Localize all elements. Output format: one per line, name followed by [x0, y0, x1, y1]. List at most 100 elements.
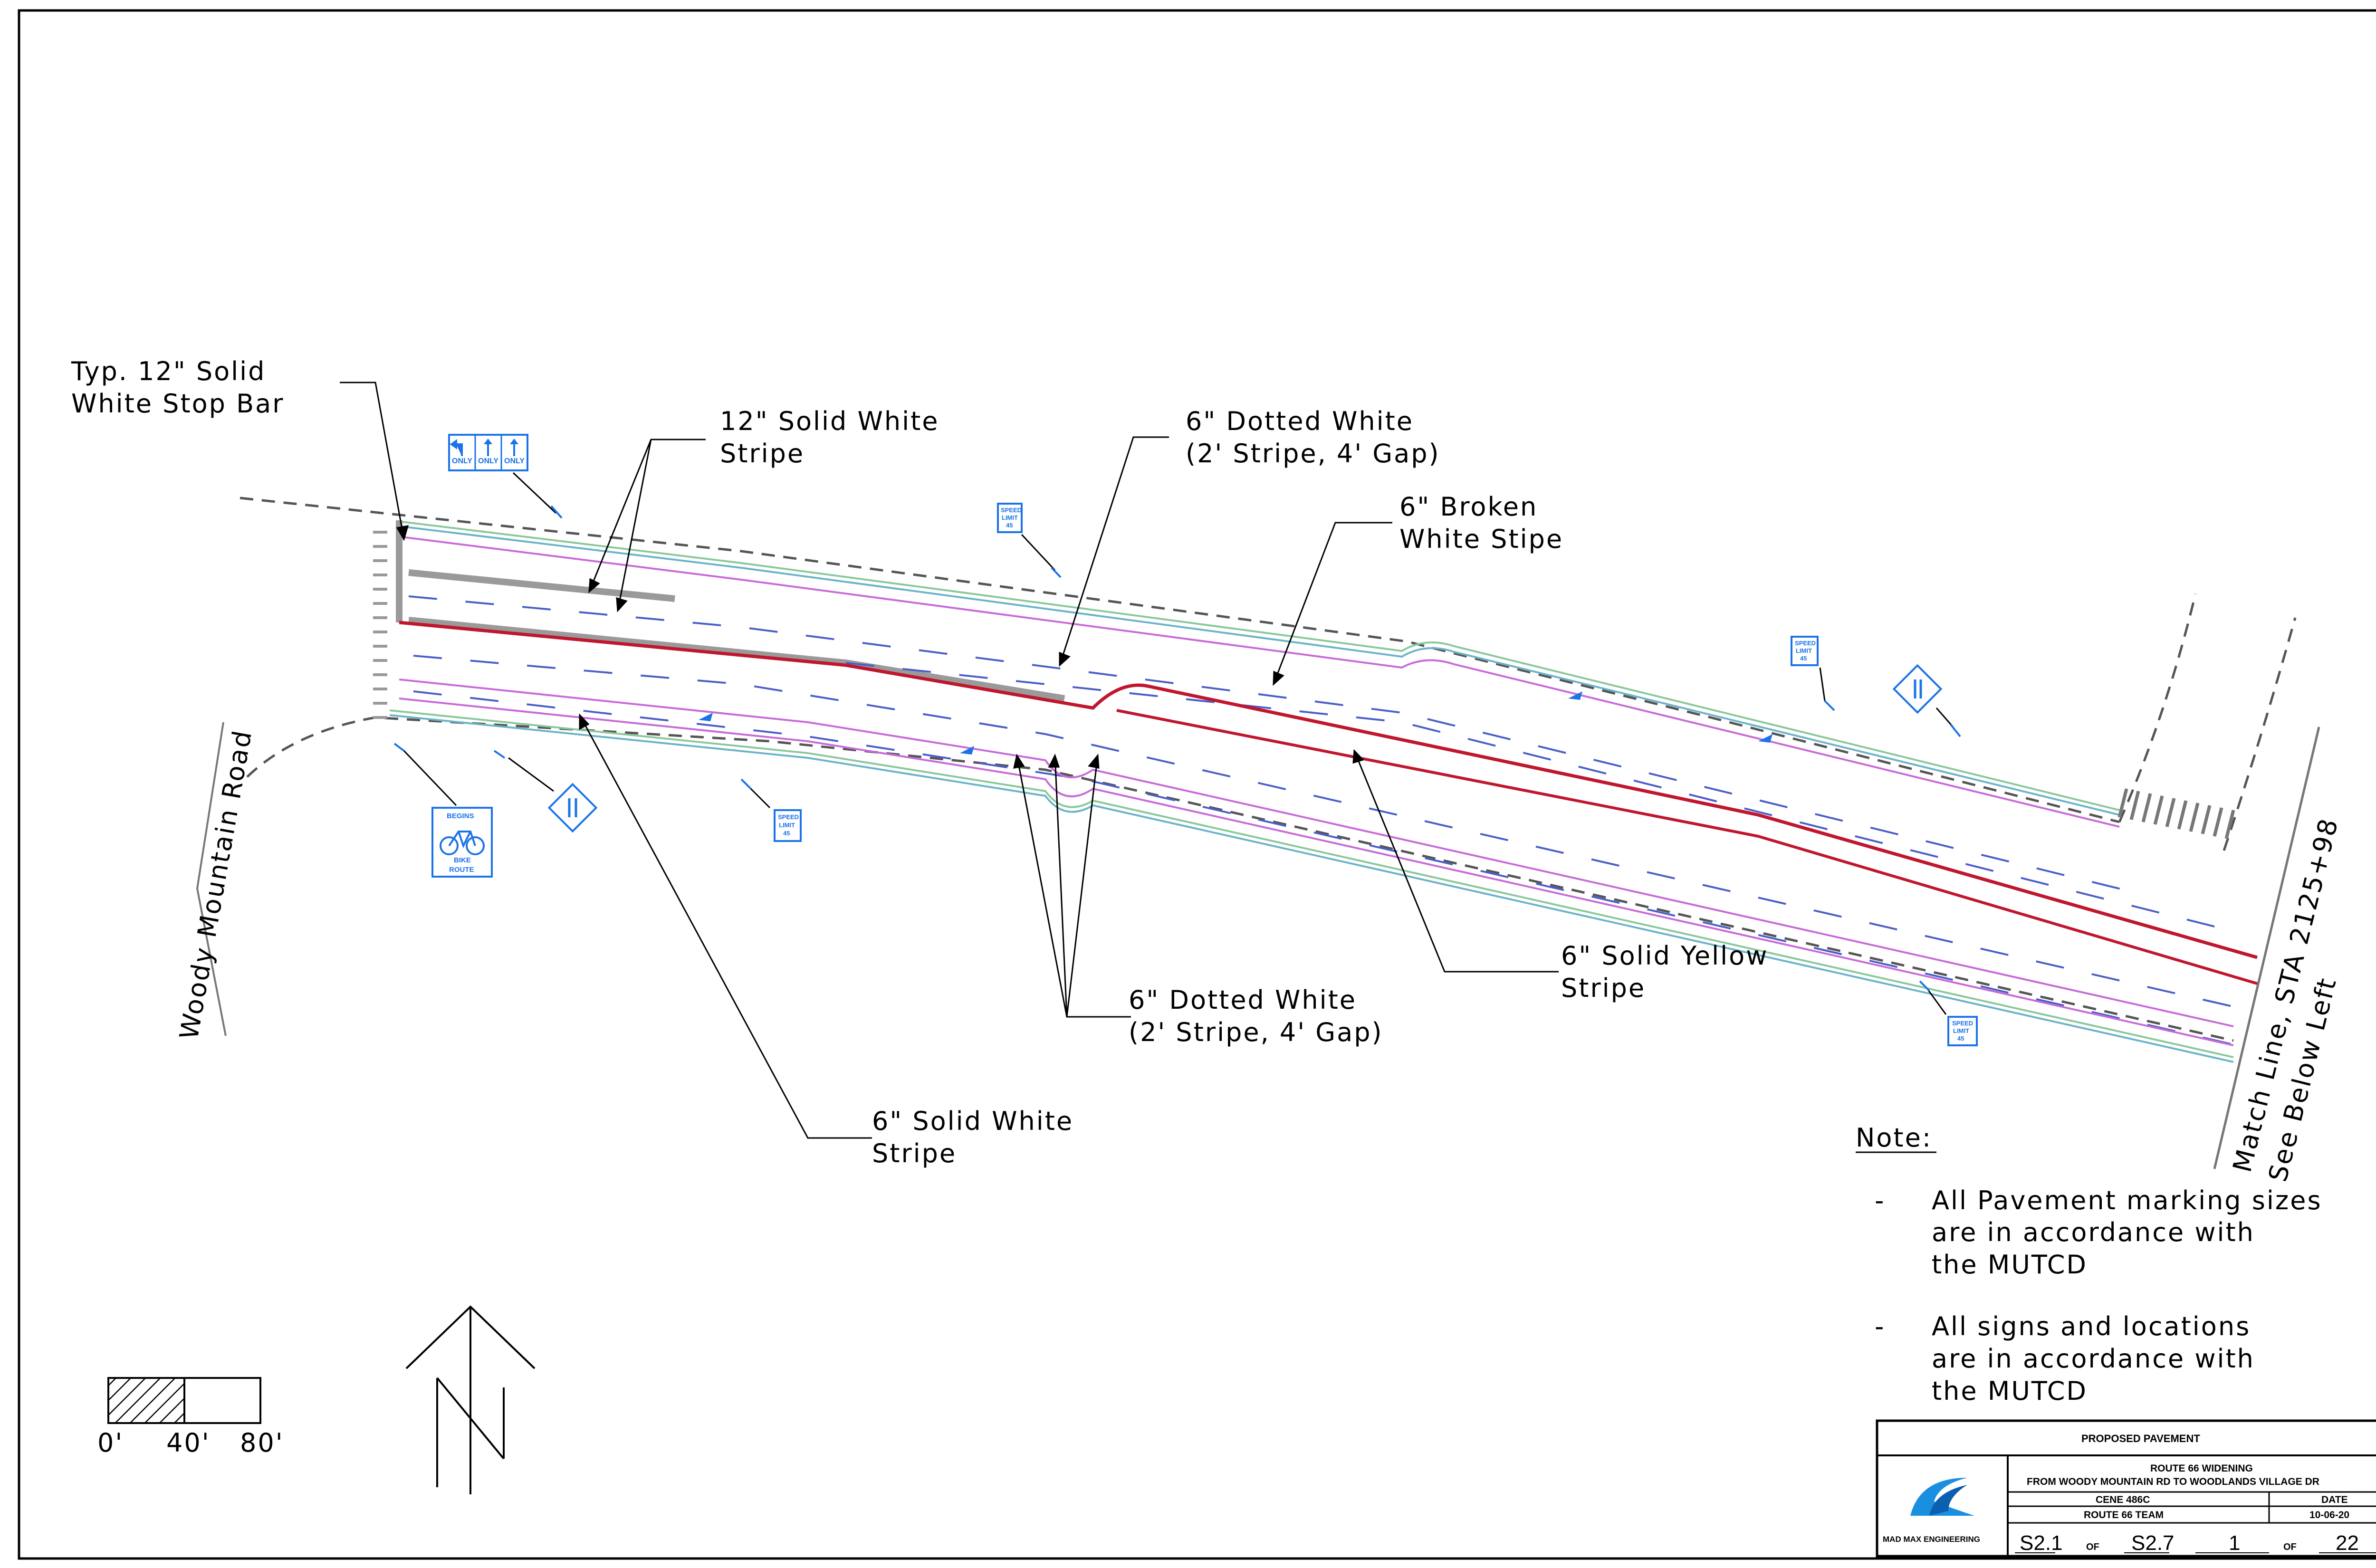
speed-sign-3-text-1: SPEED	[778, 813, 799, 821]
edge-line-north-teal	[401, 526, 2120, 816]
notes-heading: Note:	[1856, 1123, 1932, 1153]
note-dash-1: -	[1875, 1186, 1886, 1215]
crosswalk-west	[373, 531, 387, 719]
callout-solid-yellow-line1: 6" Solid Yellow	[1561, 941, 1768, 971]
edge-line-south-green	[389, 709, 2234, 1058]
note-2-line1: All signs and locations	[1932, 1311, 2251, 1341]
callout-broken-white-line1: 6" Broken	[1399, 492, 1538, 522]
speed-sign-1-text-3: 45	[1006, 522, 1013, 529]
woody-mountain-road-edge	[196, 722, 227, 1036]
title-block-sheet-end: S2.7	[2131, 1531, 2175, 1555]
note-dash-2: -	[1875, 1311, 1886, 1341]
callout-stop-bar-line1: Typ. 12" Solid	[71, 356, 266, 386]
bike-sign-bike: BIKE	[454, 856, 471, 864]
speed-sign-1-text-2: LIMIT	[1002, 514, 1018, 521]
callout-solid-yellow-line2: Stripe	[1561, 973, 1646, 1003]
lane-line-north	[408, 595, 2139, 894]
title-block-page-total: 22	[2336, 1531, 2359, 1555]
callout-broken-white-line2: White Stipe	[1399, 524, 1563, 554]
side-road-boundary	[2118, 593, 2197, 822]
note-2-line2: are in accordance with	[1932, 1344, 2255, 1374]
lane-arrows	[699, 691, 1772, 755]
callout-solid-white-12-line2: Stripe	[720, 439, 805, 468]
title-block-sheet-title: PROPOSED PAVEMENT	[2081, 1433, 2200, 1444]
callout-leaders	[340, 382, 1559, 1139]
title-block-course: CENE 486C	[2096, 1494, 2150, 1505]
edge-line-north-green	[401, 521, 2120, 811]
title-block-sheet-start: S2.1	[2020, 1531, 2063, 1555]
edge-line-south-teal	[389, 714, 2234, 1063]
sign-only-1: ONLY	[452, 457, 472, 465]
callout-broken-white: 6" Broken White Stipe	[1399, 492, 1563, 554]
sign-speed-limit-1: SPEED LIMIT 45	[997, 503, 1062, 578]
row-boundary-north	[240, 497, 2120, 823]
sign-only-3: ONLY	[504, 457, 525, 465]
callout-solid-white-12: 12" Solid White Stripe	[720, 406, 939, 468]
speed-sign-3-text-3: 45	[783, 830, 790, 837]
note-1-line2: are in accordance with	[1932, 1217, 2255, 1247]
callout-dotted-white-bottom: 6" Dotted White (2' Stripe, 4' Gap)	[1129, 985, 1383, 1047]
roadway	[196, 497, 2297, 1063]
speed-sign-4-text-2: LIMIT	[1953, 1027, 1969, 1034]
company-logo	[1906, 1473, 1977, 1520]
crosswalk-east	[2117, 788, 2235, 839]
callout-dotted-white-top-line1: 6" Dotted White	[1186, 406, 1414, 436]
title-block-of-2: OF	[2283, 1542, 2297, 1552]
callout-solid-white-12-line1: 12" Solid White	[720, 406, 939, 436]
notes-section: Note: - All Pavement marking sizes are i…	[1856, 1123, 2322, 1406]
title-block-of-1: OF	[2086, 1542, 2099, 1552]
bike-sign-route: ROUTE	[449, 866, 474, 874]
solid-white-12-upper	[408, 569, 675, 602]
note-1-line3: the MUTCD	[1932, 1250, 2088, 1280]
broken-white-north	[845, 662, 2234, 932]
scale-label-0: 0'	[97, 1428, 124, 1458]
scale-label-40: 40'	[166, 1428, 211, 1458]
callout-solid-white-6: 6" Solid White Stripe	[872, 1106, 1073, 1168]
title-block-project-line1: ROUTE 66 WIDENING	[2150, 1463, 2253, 1474]
speed-sign-1-text-1: SPEED	[1001, 507, 1022, 514]
note-1-line1: All Pavement marking sizes	[1932, 1186, 2322, 1215]
callout-solid-white-6-line2: Stripe	[872, 1138, 957, 1168]
title-block-company: MAD MAX ENGINEERING	[1883, 1535, 1980, 1544]
sign-speed-limit-3: SPEED LIMIT 45	[740, 778, 802, 842]
solid-yellow-centerline-2	[1116, 709, 2258, 985]
sign-only-2: ONLY	[478, 457, 498, 465]
callout-dotted-white-top: 6" Dotted White (2' Stripe, 4' Gap)	[1186, 406, 1440, 468]
sign-bike-route: BEGINS BIKE ROUTE	[393, 743, 493, 878]
sheet-border	[18, 9, 2376, 1560]
bike-sign-begins: BEGINS	[447, 812, 474, 820]
side-road-boundary-2	[2223, 617, 2297, 851]
title-block-date-label: DATE	[2321, 1494, 2348, 1505]
callout-dotted-white-bottom-line1: 6" Dotted White	[1129, 985, 1357, 1015]
scale-bar: 0' 40' 80'	[97, 1377, 284, 1458]
callout-stop-bar: Typ. 12" Solid White Stop Bar	[71, 356, 284, 419]
edge-line-south-magenta	[399, 679, 2234, 1027]
title-block: PROPOSED PAVEMENT ROUTE 66 WIDENING FROM…	[1876, 1419, 2376, 1558]
speed-sign-4-text-3: 45	[1957, 1035, 1964, 1042]
speed-sign-2-text-2: LIMIT	[1796, 647, 1812, 654]
speed-sign-2-text-3: 45	[1800, 655, 1807, 662]
solid-yellow-centerline	[399, 621, 2258, 959]
sign-lane-use-only: ONLY ONLY ONLY	[448, 434, 563, 519]
callout-dotted-white-bottom-line2: (2' Stripe, 4' Gap)	[1129, 1017, 1383, 1047]
speed-sign-2-text-1: SPEED	[1795, 640, 1816, 647]
title-block-date: 10-06-20	[2309, 1510, 2349, 1520]
title-block-project-line2: FROM WOODY MOUNTAIN RD TO WOODLANDS VILL…	[2027, 1476, 2319, 1487]
note-2-line3: the MUTCD	[1932, 1376, 2088, 1406]
callout-solid-white-6-line1: 6" Solid White	[872, 1106, 1073, 1136]
lane-line-south	[413, 690, 2258, 1051]
scale-label-80: 80'	[240, 1428, 284, 1458]
speed-sign-4-text-1: SPEED	[1952, 1020, 1973, 1027]
edge-line-south-magenta-2	[399, 698, 2234, 1046]
callout-stop-bar-line2: White Stop Bar	[71, 389, 284, 419]
edge-line-north-magenta	[401, 536, 2120, 828]
sign-keep-right-1	[1892, 664, 1961, 737]
title-block-page: 1	[2229, 1531, 2240, 1555]
sign-speed-limit-4: SPEED LIMIT 45	[1919, 980, 1978, 1046]
match-line: Match Line, STA 2125+98 See Below Left	[2213, 727, 2344, 1185]
callout-dotted-white-top-line2: (2' Stripe, 4' Gap)	[1186, 439, 1440, 468]
broken-white-south	[413, 655, 2258, 1013]
title-block-team: ROUTE 66 TEAM	[2084, 1510, 2164, 1520]
sign-keep-right-2	[493, 750, 598, 833]
